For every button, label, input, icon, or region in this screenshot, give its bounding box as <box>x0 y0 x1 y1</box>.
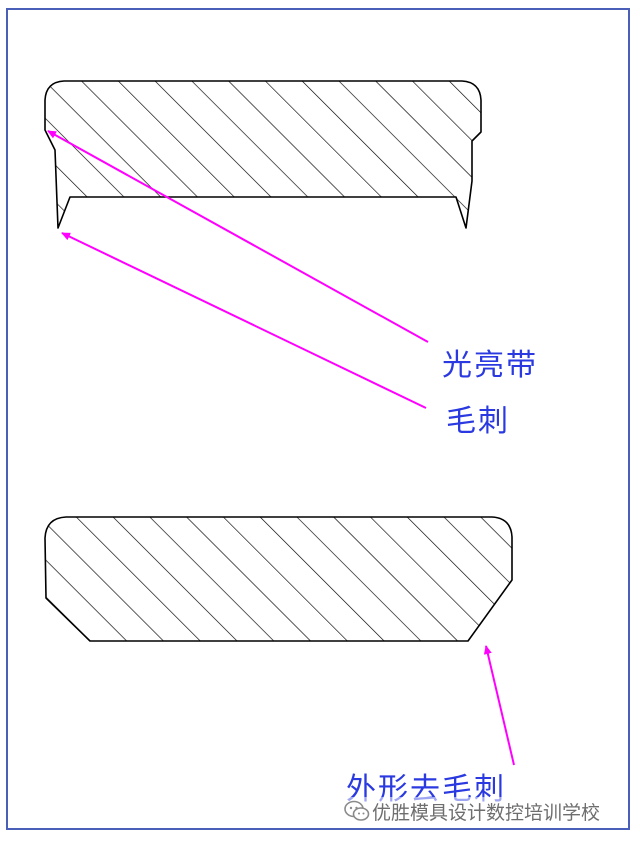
burr-arrow <box>61 232 427 409</box>
bottom-part-hatch <box>45 517 512 641</box>
outer-deburr-arrow <box>483 645 515 766</box>
wechat-icon <box>344 800 370 821</box>
watermark: 优胜模具设计数控培训学校 <box>340 797 605 825</box>
bright-band-line-left <box>44 129 56 151</box>
bottom-deburred-part <box>44 516 513 642</box>
watermark-text: 优胜模具设计数控培训学校 <box>372 801 601 824</box>
top-part-hatch <box>45 81 481 228</box>
bright-band-arrow <box>47 130 429 343</box>
bottom-part-outline <box>44 516 513 642</box>
top-part-outline <box>44 80 482 229</box>
bright-band-label: 光亮带 <box>442 348 538 383</box>
burr-label: 毛刺 <box>446 404 510 439</box>
diagram-frame <box>6 8 630 830</box>
top-cut-part <box>44 80 482 229</box>
